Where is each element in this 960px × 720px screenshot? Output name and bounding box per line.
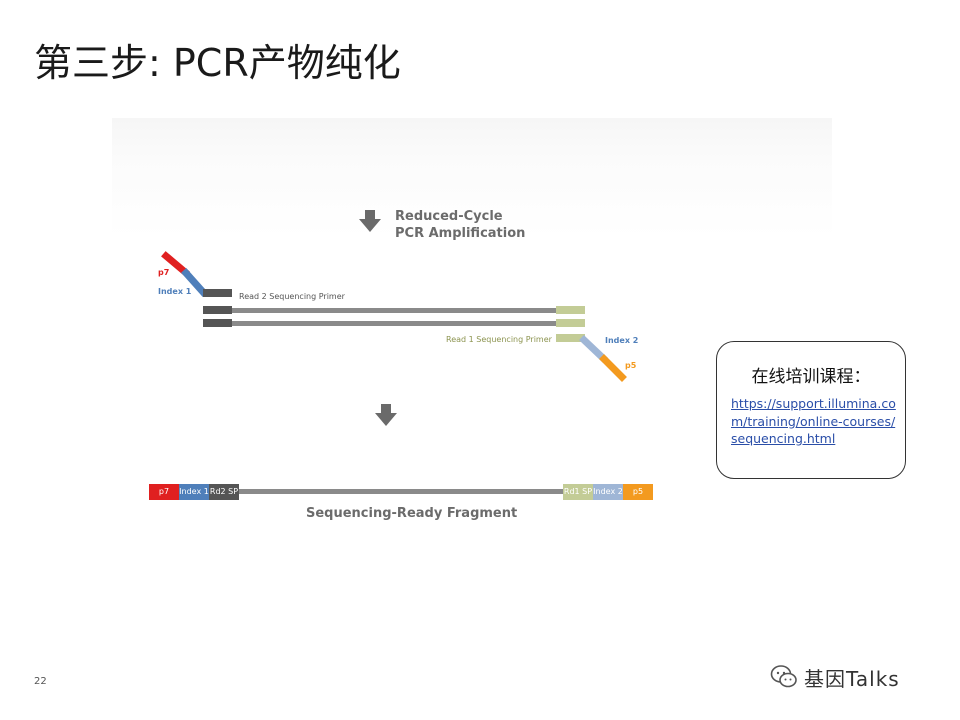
course-box-title: 在线培训课程： (751, 367, 871, 387)
page-number: 22 (34, 676, 47, 687)
rd2-block-mid (203, 306, 232, 314)
insert-strand-top (232, 308, 556, 313)
figure-panel (112, 118, 832, 678)
index1-label: Index 1 (158, 287, 192, 296)
p5-label: p5 (625, 361, 637, 370)
p7-label: p7 (158, 268, 170, 277)
p7-adapter (161, 251, 190, 277)
fragment-caption: Sequencing-Ready Fragment (306, 506, 518, 521)
wechat-icon (770, 665, 797, 688)
rd1-block-top (556, 306, 585, 314)
rd1-block-mid (556, 319, 585, 327)
read1-primer-label: Read 1 Sequencing Primer (446, 335, 552, 344)
fragment-index1: Index 1 (179, 484, 209, 500)
rd2-block-bot (203, 319, 232, 327)
rd1-block-bot (556, 334, 585, 342)
rd2-block-top (203, 289, 232, 297)
index2-adapter (579, 335, 608, 363)
fragment-p5: p5 (623, 484, 653, 500)
down-arrow-icon (375, 404, 397, 426)
index2-label: Index 2 (605, 336, 639, 345)
p5-adapter (599, 354, 627, 382)
insert-strand-bottom (232, 321, 556, 326)
fragment-insert (239, 489, 563, 494)
fragment-index2: Index 2 (593, 484, 623, 500)
read2-primer-label: Read 2 Sequencing Primer (239, 292, 345, 301)
slide-title: 第三步: PCR产物纯化 (34, 41, 401, 85)
step-label-line2: PCR Amplification (395, 226, 526, 241)
course-info-box: 在线培训课程： https://support.illumina.com/tra… (716, 341, 906, 479)
fragment-p7: p7 (149, 484, 179, 500)
step-label-line1: Reduced-Cycle (395, 209, 503, 224)
down-arrow-icon (359, 210, 381, 232)
course-url-link[interactable]: https://support.illumina.com/training/on… (731, 396, 896, 446)
index1-adapter (181, 268, 208, 297)
fragment-rd1sp: Rd1 SP (563, 484, 593, 500)
step-label: Reduced-Cycle PCR Amplification (395, 208, 525, 242)
watermark: 基因Talks (770, 660, 900, 694)
fragment-rd2sp: Rd2 SP (209, 484, 239, 500)
watermark-text: 基因Talks (804, 666, 900, 691)
